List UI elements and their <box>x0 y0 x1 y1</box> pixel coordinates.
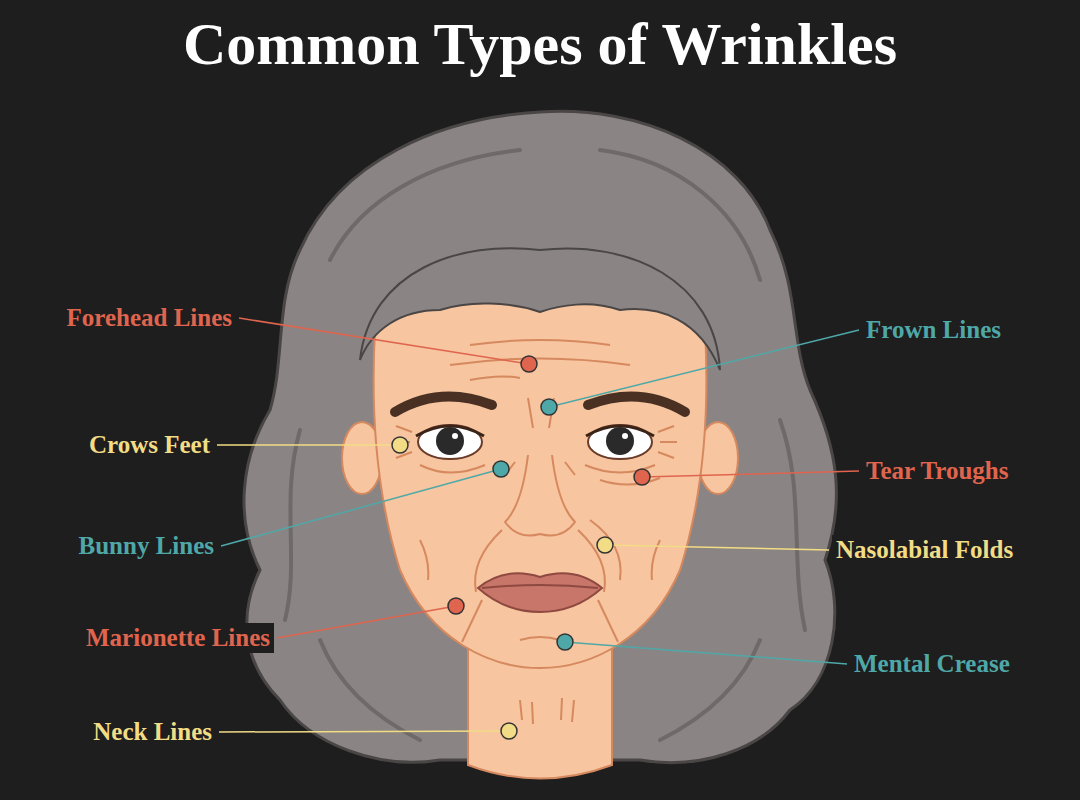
marker-dot <box>392 437 408 453</box>
eyelid <box>416 426 484 436</box>
hair-strand <box>330 150 520 260</box>
leader-line <box>219 731 509 732</box>
wrinkle <box>505 462 575 475</box>
marker-dot <box>634 469 650 485</box>
leader-line <box>277 606 456 638</box>
wrinkle <box>393 426 412 458</box>
marker-dot <box>501 723 517 739</box>
marker-dot <box>597 537 613 553</box>
hair-bangs <box>360 248 720 370</box>
marker-dot <box>557 634 573 650</box>
wrinkle <box>590 520 621 580</box>
eyebrow <box>395 396 492 412</box>
leader-line <box>221 469 501 546</box>
hair <box>244 111 836 762</box>
wrinkle-label: Crows Feet <box>85 430 214 460</box>
wrinkle <box>598 600 618 642</box>
wrinkle-label: Mental Crease <box>850 649 1014 679</box>
leader-line <box>239 318 529 364</box>
marker-dot <box>521 356 537 372</box>
wrinkle-label: Marionette Lines <box>82 623 274 653</box>
wrinkle-label: Bunny Lines <box>75 531 219 561</box>
leader-line <box>217 444 400 446</box>
eye-highlight <box>452 433 458 439</box>
leader-line <box>565 642 847 664</box>
wrinkle-label: Nasolabial Folds <box>832 535 1017 565</box>
wrinkle <box>600 478 660 485</box>
wrinkle-label: Neck Lines <box>89 717 216 747</box>
marker-dot <box>448 598 464 614</box>
marker-dot <box>493 461 509 477</box>
hair-strand <box>320 640 420 740</box>
wrinkle <box>470 376 520 380</box>
wrinkle <box>450 359 630 366</box>
hair-strand <box>660 640 760 740</box>
title: Common Types of Wrinkles <box>0 8 1080 80</box>
hair-strand <box>780 420 805 630</box>
leader-line <box>605 545 829 550</box>
wrinkle <box>528 398 533 428</box>
eye-highlight <box>622 433 628 439</box>
marker-dot <box>541 399 557 415</box>
leader-line <box>549 330 859 407</box>
iris <box>436 427 464 455</box>
wrinkle-label: Forehead Lines <box>62 303 236 333</box>
wrinkle <box>658 426 677 458</box>
leader-line <box>642 471 859 477</box>
wrinkle <box>462 600 482 642</box>
wrinkle <box>420 465 485 473</box>
wrinkle-label: Tear Troughs <box>862 456 1012 486</box>
wrinkle <box>520 698 574 724</box>
iris <box>606 427 634 455</box>
wrinkle <box>520 637 560 640</box>
wrinkle <box>470 340 610 345</box>
wrinkle-label: Frown Lines <box>862 315 1005 345</box>
mouth-line <box>482 585 598 588</box>
eyebrow <box>588 396 685 412</box>
nose <box>505 455 575 536</box>
lips <box>478 573 602 612</box>
eyelid <box>586 426 654 436</box>
